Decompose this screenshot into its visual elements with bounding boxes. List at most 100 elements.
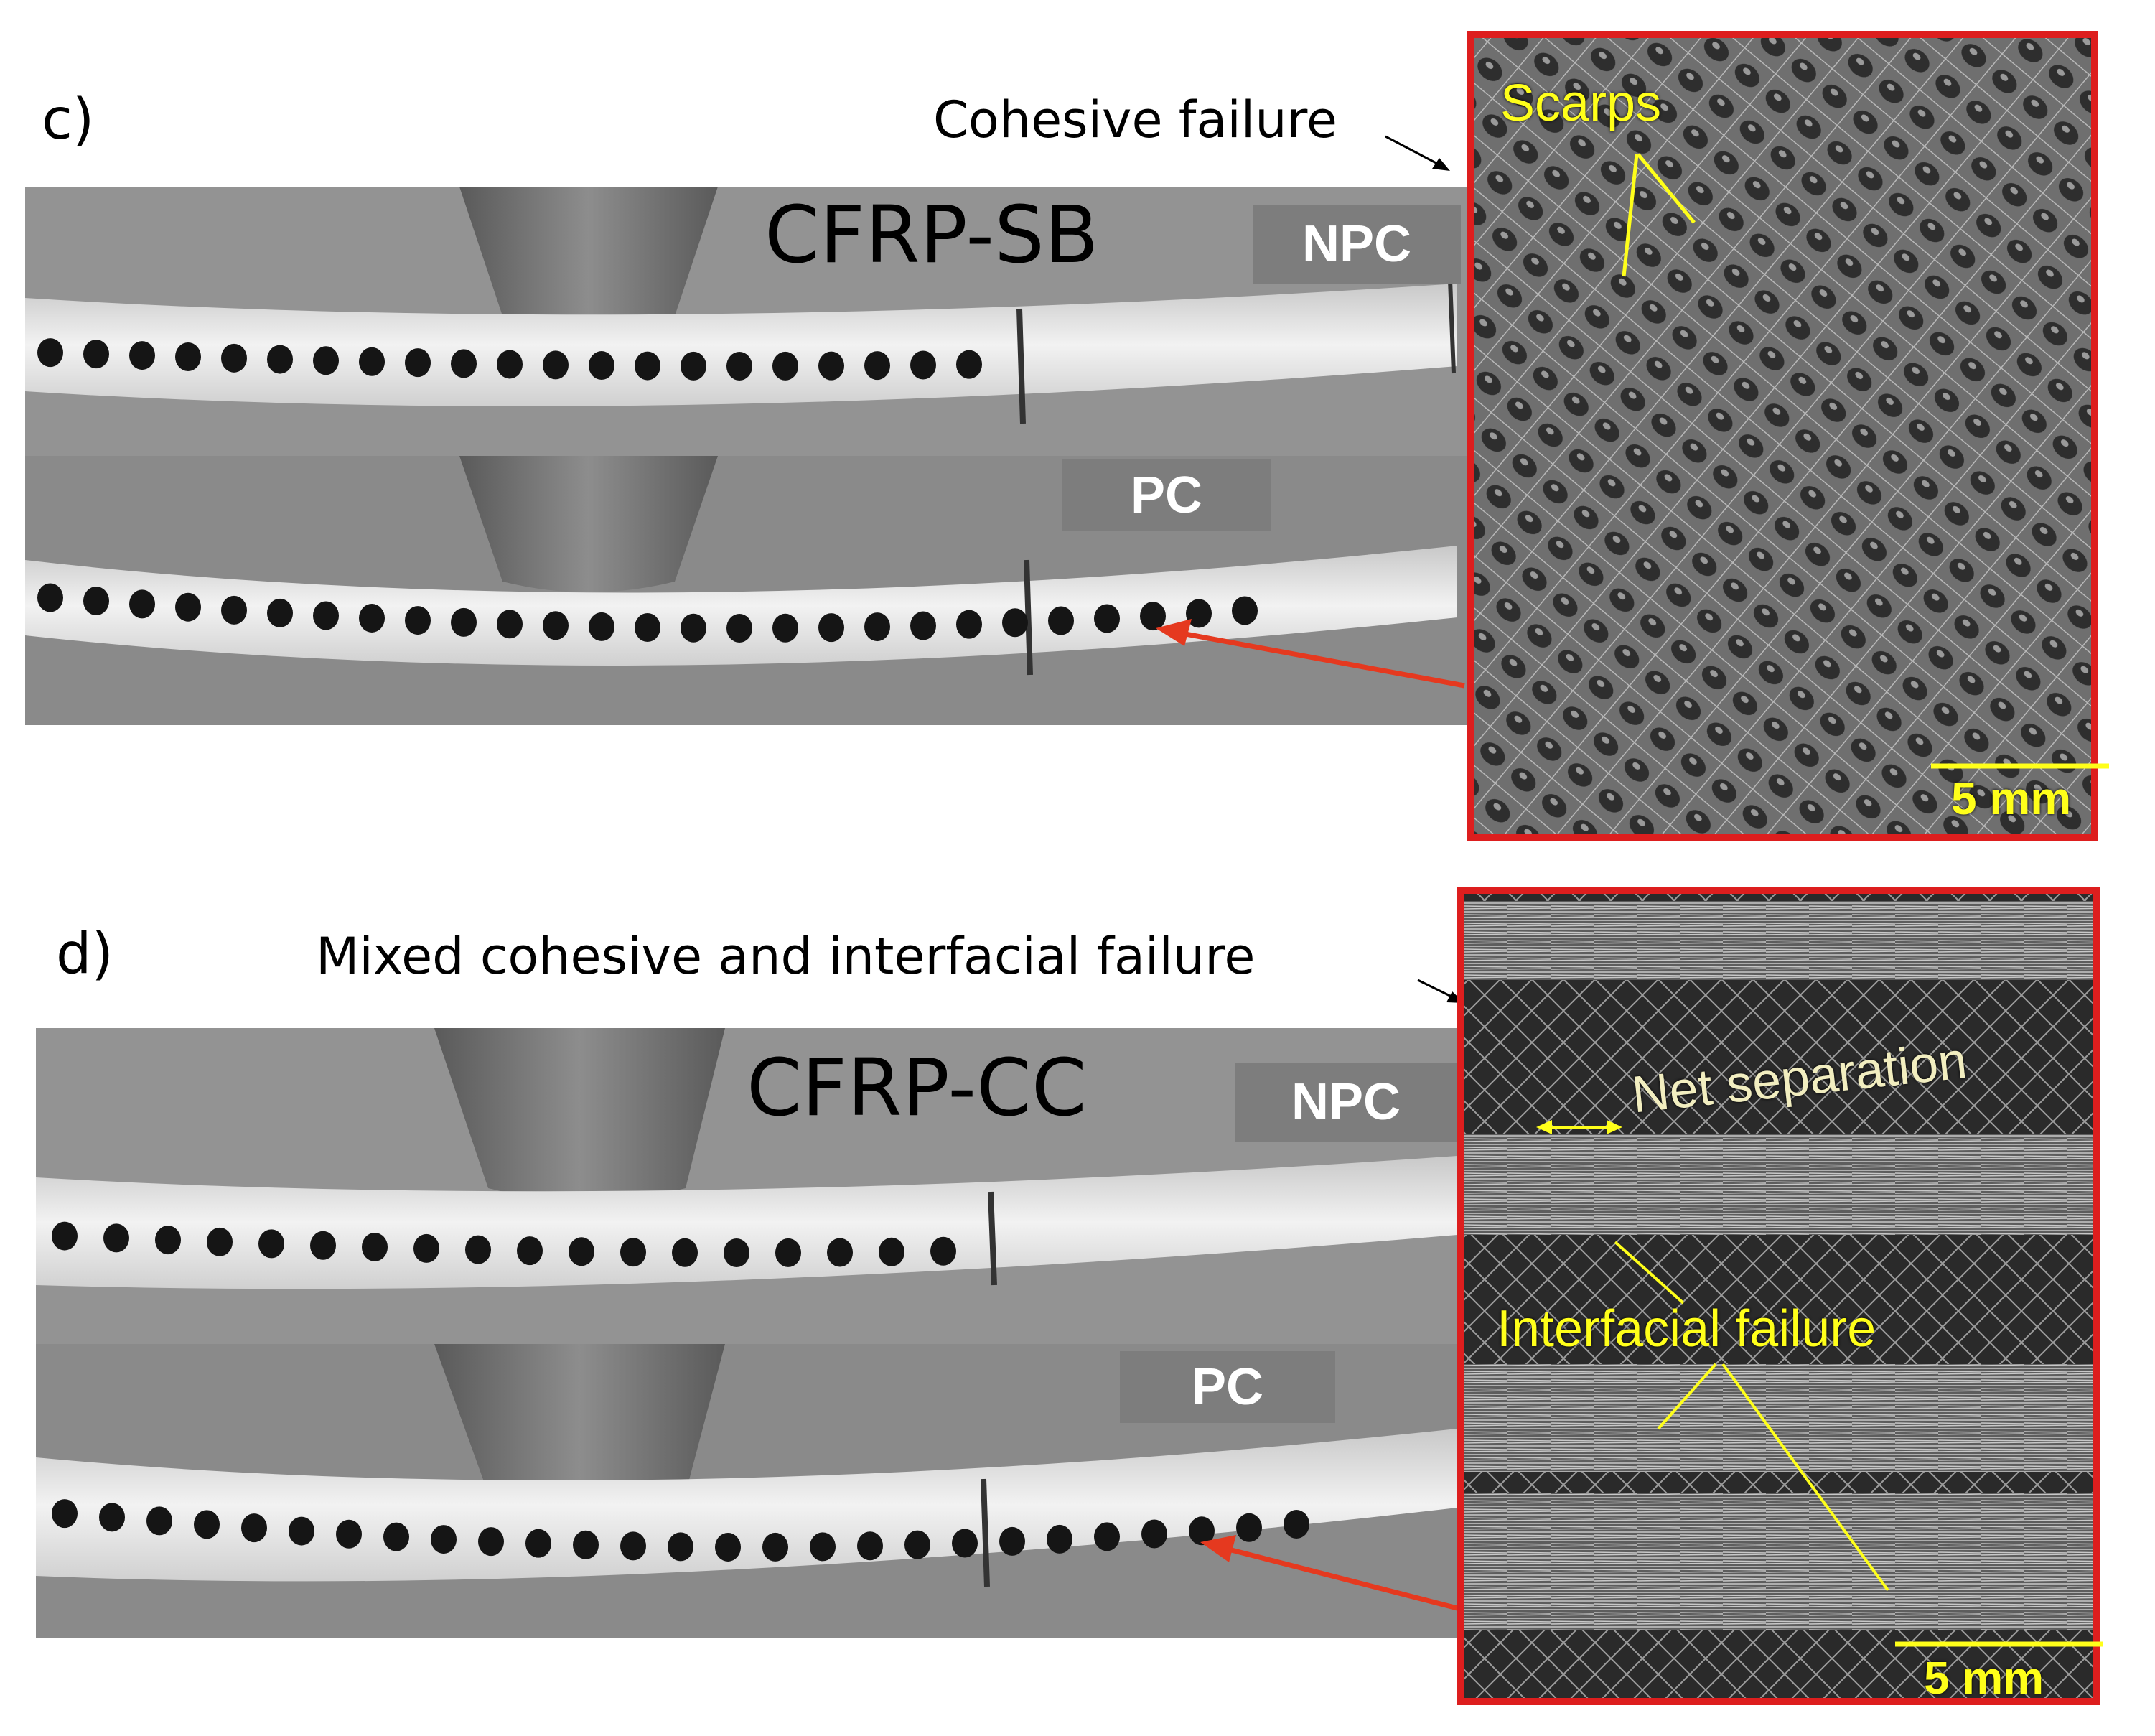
dot-marker <box>818 351 844 381</box>
dot-marker <box>1140 602 1166 631</box>
dot-marker <box>465 1235 491 1264</box>
dot-marker <box>672 1238 698 1267</box>
dot-marker <box>99 1503 125 1532</box>
scale-label: 5 mm <box>1951 773 2072 824</box>
dot-marker <box>1236 1513 1262 1542</box>
dot-marker <box>857 1531 883 1561</box>
dot-marker <box>359 603 385 633</box>
dot-marker <box>635 351 660 381</box>
specimen-label: CFRP-SB <box>765 189 1099 281</box>
micrograph-d <box>1457 887 2103 1705</box>
dot-marker <box>715 1532 741 1562</box>
tag-npc: NPC <box>1253 205 1461 284</box>
dot-marker <box>930 1236 956 1266</box>
dot-marker <box>1284 1510 1309 1539</box>
arrow-head <box>1156 619 1192 646</box>
dot-marker <box>569 1237 594 1266</box>
dot-marker <box>726 351 752 381</box>
dot-marker <box>383 1522 409 1551</box>
dot-marker <box>810 1532 836 1562</box>
loading-probe <box>434 1028 725 1201</box>
dot-marker <box>175 342 201 371</box>
dot-marker <box>221 343 247 373</box>
tag-pc: PC <box>1062 459 1271 531</box>
dot-marker <box>451 607 477 637</box>
pointer-arrow <box>1220 1544 1458 1611</box>
dot-marker <box>864 612 890 642</box>
failure-caption: Cohesive failure <box>933 90 1337 149</box>
panel-c-specimen-photo <box>25 187 1472 725</box>
annotation-interfacial-failure: Interfacial failure <box>1497 1300 1876 1358</box>
dot-marker <box>879 1237 904 1266</box>
dot-marker <box>772 351 798 381</box>
dot-marker <box>175 592 201 622</box>
dot-marker <box>52 1221 78 1251</box>
dot-markers <box>37 583 1258 643</box>
dot-marker <box>83 586 109 615</box>
beam-strip <box>36 1156 1457 1289</box>
dot-marker <box>543 611 569 640</box>
dot-marker <box>724 1238 749 1267</box>
loading-probe <box>434 1344 725 1506</box>
dot-marker <box>999 1526 1025 1556</box>
dot-marker <box>336 1519 362 1549</box>
dot-marker <box>83 340 109 369</box>
dot-marker <box>289 1516 314 1546</box>
beam-strip <box>25 546 1457 666</box>
dot-marker <box>37 583 63 612</box>
panel-d-specimen-photo <box>36 1028 1464 1638</box>
dot-marker <box>478 1527 504 1557</box>
dot-marker <box>362 1232 388 1261</box>
dot-marker <box>103 1223 129 1253</box>
dot-marker <box>37 338 63 368</box>
dot-marker <box>1002 608 1028 638</box>
dot-marker <box>952 1529 978 1558</box>
dot-marker <box>241 1513 267 1543</box>
beam-strip <box>25 284 1457 406</box>
dot-marker <box>525 1529 551 1558</box>
dot-marker <box>910 611 936 640</box>
dot-marker <box>313 346 339 375</box>
dot-marker <box>1141 1519 1167 1549</box>
dot-marker <box>258 1229 284 1259</box>
dot-marker <box>772 613 798 643</box>
micrograph-frame <box>1457 887 2100 1705</box>
caption-arrow <box>1385 135 1444 168</box>
dot-marker <box>589 612 614 641</box>
dot-marker <box>620 1531 646 1561</box>
dot-marker <box>413 1233 439 1263</box>
specimen-label: CFRP-CC <box>747 1042 1087 1134</box>
failure-caption: Mixed cohesive and interfacial failure <box>316 927 1256 986</box>
pointer-arrow <box>1173 629 1465 689</box>
dot-marker <box>194 1510 220 1539</box>
dot-marker <box>1048 606 1074 635</box>
dot-marker <box>221 595 247 625</box>
dot-marker <box>1094 1522 1120 1551</box>
dot-marker <box>267 598 293 627</box>
dot-marker <box>775 1238 801 1267</box>
dot-marker <box>573 1530 599 1559</box>
dot-marker <box>405 606 431 635</box>
dot-marker <box>207 1227 233 1256</box>
dot-marker <box>1186 599 1212 628</box>
dot-marker <box>1232 596 1258 625</box>
dot-markers <box>37 338 982 381</box>
dot-marker <box>620 1238 646 1267</box>
loading-probe <box>459 187 718 327</box>
dot-marker <box>517 1236 543 1266</box>
dot-marker <box>359 347 385 376</box>
dot-markers <box>52 1499 1309 1562</box>
dot-marker <box>129 341 155 370</box>
arrow-head <box>1200 1535 1236 1562</box>
micrograph-frame <box>1467 31 2098 841</box>
panel-label-c: c) <box>42 88 95 152</box>
loading-probe <box>459 456 718 592</box>
dot-marker <box>818 613 844 643</box>
dot-marker <box>762 1532 788 1562</box>
dot-marker <box>864 351 890 381</box>
dot-marker <box>146 1506 172 1536</box>
dot-marker <box>52 1499 78 1529</box>
micrograph-c <box>1467 31 2109 841</box>
dot-marker <box>431 1525 457 1554</box>
